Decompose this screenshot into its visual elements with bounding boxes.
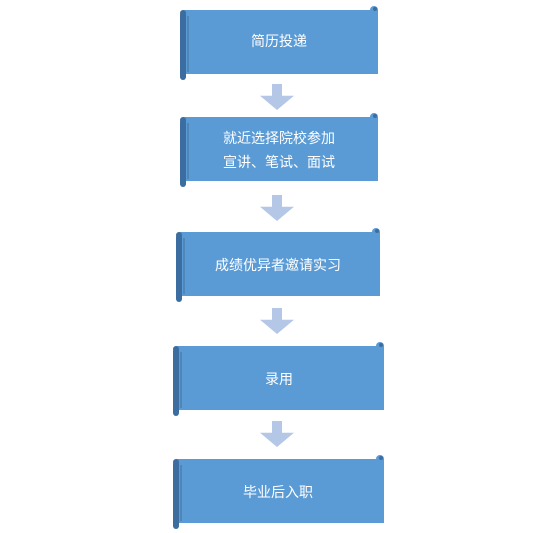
step-3-label: 成绩优异者邀请实习 xyxy=(215,258,341,274)
step-1-label: 简历投递 xyxy=(251,33,307,50)
arrow-1 xyxy=(260,84,294,110)
step-4-box xyxy=(173,342,384,416)
step-5: 毕业后入职 xyxy=(173,455,384,529)
step-4: 录用 xyxy=(173,342,384,416)
step-2-box xyxy=(180,113,378,187)
step-3-box xyxy=(176,228,380,302)
step-5-box xyxy=(173,455,384,529)
step-5-label: 毕业后入职 xyxy=(243,485,313,501)
step-2-label-line-1: 就近选择院校参加 xyxy=(223,130,335,147)
step-4-label: 录用 xyxy=(265,372,293,388)
step-1: 简历投递 xyxy=(180,6,378,80)
arrow-4 xyxy=(260,421,294,447)
step-2: 就近选择院校参加 宣讲、笔试、面试 xyxy=(180,113,378,187)
arrow-3 xyxy=(260,308,294,334)
step-3: 成绩优异者邀请实习 xyxy=(176,228,380,302)
step-2-label-line-2: 宣讲、笔试、面试 xyxy=(223,155,335,171)
arrow-2 xyxy=(260,195,294,221)
step-1-box xyxy=(180,6,378,80)
